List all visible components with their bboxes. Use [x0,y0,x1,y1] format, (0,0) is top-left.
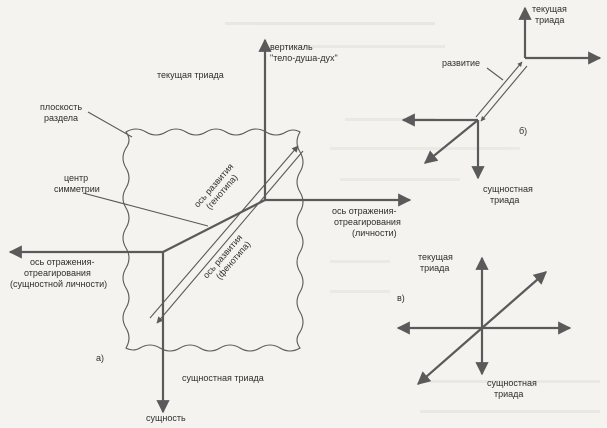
panel-c-label: в) [397,293,405,303]
center-label-1: центр [64,173,88,183]
c-essential-triad-label-1: сущностная [487,378,537,388]
essential-reflection-label-2: отреагирования [24,268,91,278]
plane-leader [87,111,133,138]
development-axis-genotype [149,145,299,319]
c-diagonal-down [417,327,483,385]
c-essential-triad-label-2: триада [494,389,523,399]
current-triad-a-label: текущая триада [157,70,224,80]
b-development-2 [480,65,528,122]
c-diagonal-up [481,271,547,329]
plane-label-1: плоскость [40,102,82,112]
b-essential-triad-label-2: триада [490,195,519,205]
vertical-label-2: "тело-душа-дух" [270,53,338,63]
b-development-leader [486,67,504,81]
personal-reflection-label-3: (личности) [352,228,397,238]
essential-reflection-label-3: (сущностной личности) [10,279,107,289]
b-development-1 [475,61,523,118]
b-current-triad-label-1: текущая [532,4,567,14]
center-label-2: симметрии [54,184,100,194]
essential-triad-a-label: сущностная триада [182,373,264,383]
b-current-triad-label-2: триада [535,15,564,25]
b-essential-diagonal [423,119,479,164]
plane-label-2: раздела [44,113,78,123]
origin-connector [162,199,266,253]
personal-reflection-label-1: ось отражения- [332,206,397,216]
section-plane [122,128,304,352]
panel-b-label: б) [519,126,527,136]
b-development-label: развитие [442,58,480,68]
center-leader [82,192,209,227]
c-current-triad-label-1: текущая [418,252,453,262]
essence-label: сущность [146,413,186,423]
c-current-triad-label-2: триада [420,263,449,273]
essential-reflection-label-1: ось отражения- [30,257,95,267]
personal-reflection-label-2: отреагирования [334,217,401,227]
vertical-label-1: вертикаль [270,42,313,52]
panel-a-label: а) [96,353,104,363]
development-axis-phenotype [156,150,304,324]
background-text-bleed [225,22,600,413]
b-essential-triad-label-1: сущностная [483,184,533,194]
